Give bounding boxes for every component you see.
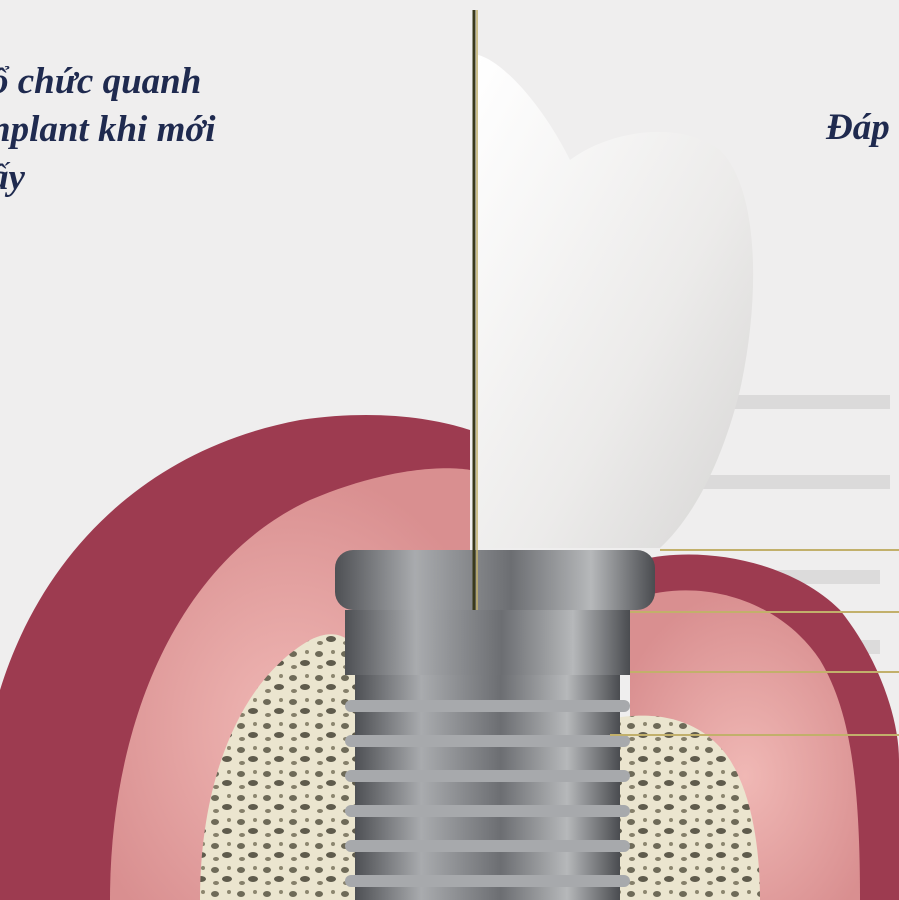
caption-left-line-2: nplant khi mới xyxy=(0,106,290,154)
caption-left-line-1: ổ chức quanh xyxy=(0,58,290,106)
figure-caption-left: ổ chức quanh nplant khi mới ấy xyxy=(0,58,290,202)
caption-left-line-3: ấy xyxy=(0,154,290,202)
figure-caption-right: Đáp xyxy=(826,104,890,152)
implant-body-threads xyxy=(345,675,630,900)
tooth-crown xyxy=(478,55,753,548)
implant-neck xyxy=(345,610,630,675)
implant-collar xyxy=(335,550,655,610)
